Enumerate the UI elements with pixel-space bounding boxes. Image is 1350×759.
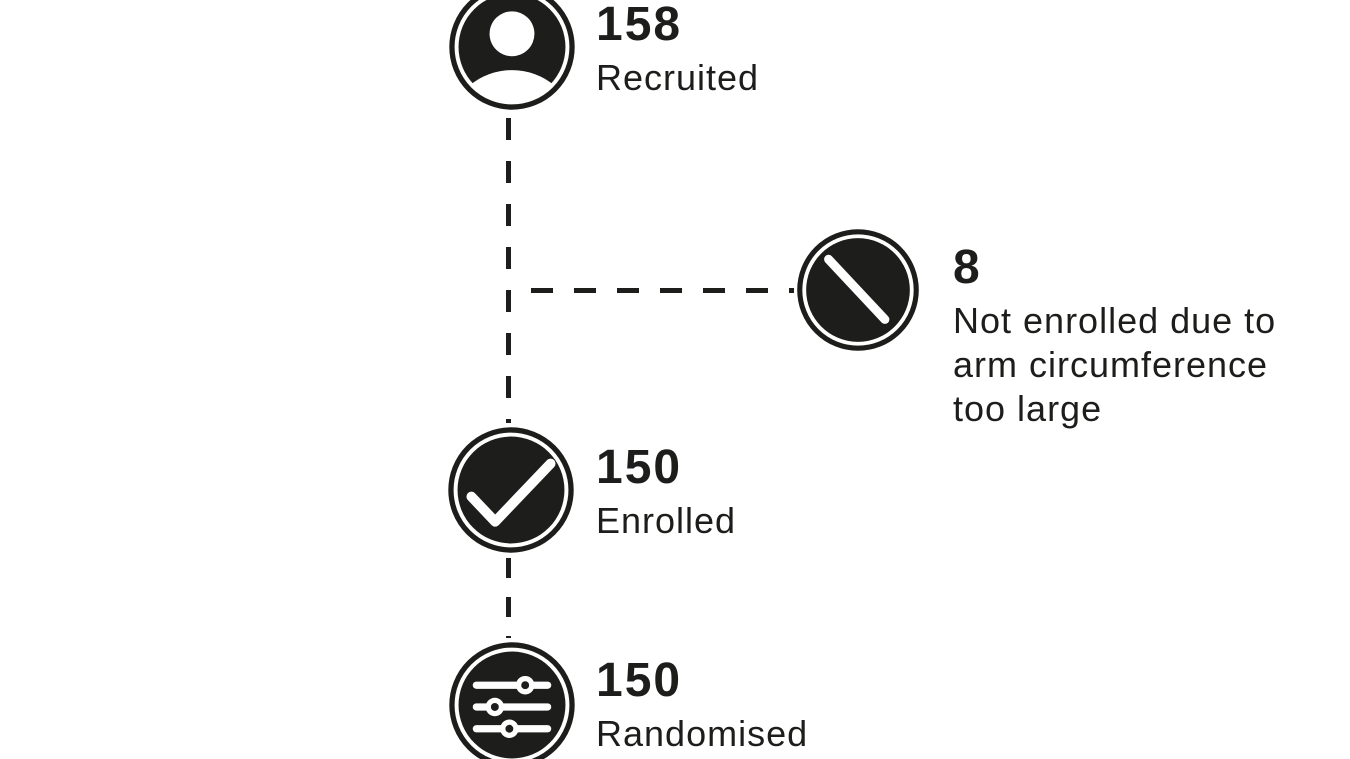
node-count: 150: [596, 441, 683, 494]
node-count: 150: [596, 654, 683, 707]
node-label-line: Not enrolled due to: [953, 300, 1277, 341]
connector-enrolled-randomised: [506, 558, 511, 638]
sliders-icon: [446, 639, 578, 759]
node-label-line: arm circumference: [953, 344, 1269, 385]
node-label: Randomised: [596, 713, 809, 754]
slash-icon: [794, 226, 922, 354]
node-label: Not enrolled due to arm circumference to…: [953, 299, 1276, 431]
check-icon: [445, 424, 577, 556]
connector-branch-not-enrolled: [510, 288, 794, 293]
person-icon: [446, 0, 578, 113]
connector-recruited-enrolled: [506, 118, 511, 423]
node-count: 8: [953, 241, 982, 294]
node-label: Enrolled: [596, 500, 737, 541]
node-count: 158: [596, 0, 683, 51]
node-label: Recruited: [596, 57, 760, 98]
node-label-line: too large: [953, 388, 1103, 429]
